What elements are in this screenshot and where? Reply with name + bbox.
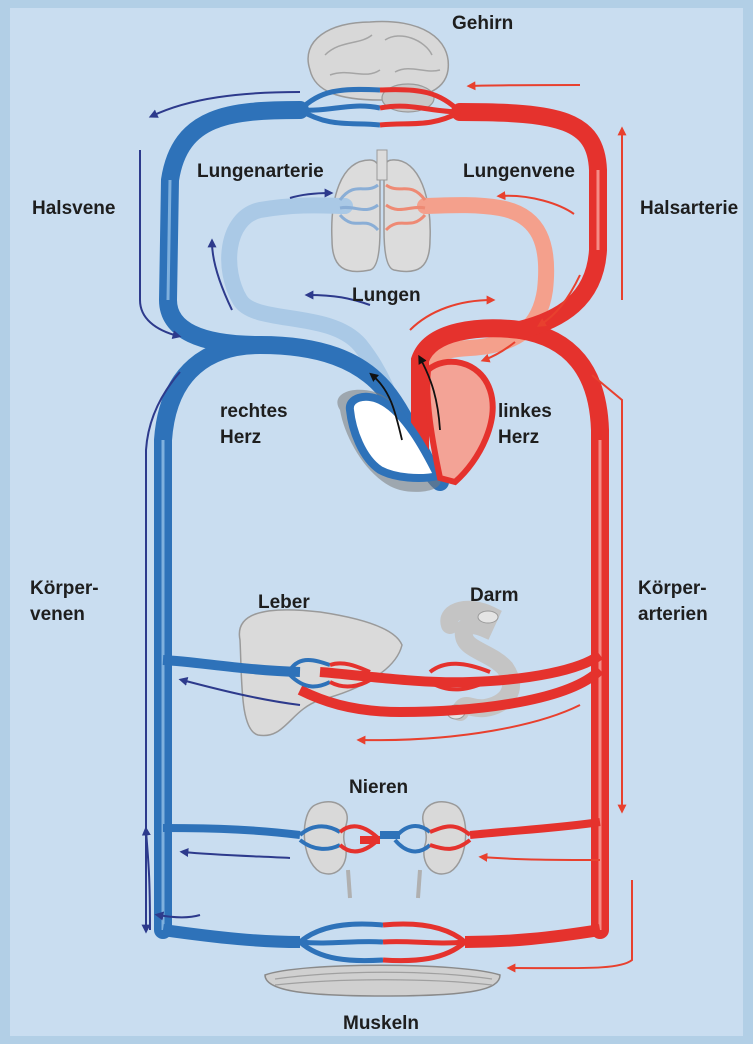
label-body-arteries-line2: arterien — [638, 603, 708, 627]
label-kidneys: Nieren — [349, 776, 408, 800]
label-left-heart-line2: Herz — [498, 426, 539, 450]
label-right-heart-line2: Herz — [220, 426, 261, 450]
label-muscles: Muskeln — [343, 1012, 419, 1036]
label-liver: Leber — [258, 591, 310, 615]
label-pulmonary-vein: Lungenvene — [463, 160, 575, 184]
label-jugular-vein: Halsvene — [32, 197, 115, 221]
label-body-veins-line2: venen — [30, 603, 85, 627]
label-body-arteries-line1: Körper- — [638, 577, 707, 601]
label-pulmonary-artery: Lungenarterie — [197, 160, 324, 184]
label-carotid-artery: Halsarterie — [640, 197, 738, 221]
label-body-veins-line1: Körper- — [30, 577, 99, 601]
label-intestine: Darm — [470, 584, 519, 608]
muscle-icon — [265, 965, 500, 996]
label-lungs: Lungen — [352, 284, 421, 308]
label-brain: Gehirn — [452, 12, 513, 36]
label-left-heart-line1: linkes — [498, 400, 552, 424]
label-right-heart-line1: rechtes — [220, 400, 288, 424]
